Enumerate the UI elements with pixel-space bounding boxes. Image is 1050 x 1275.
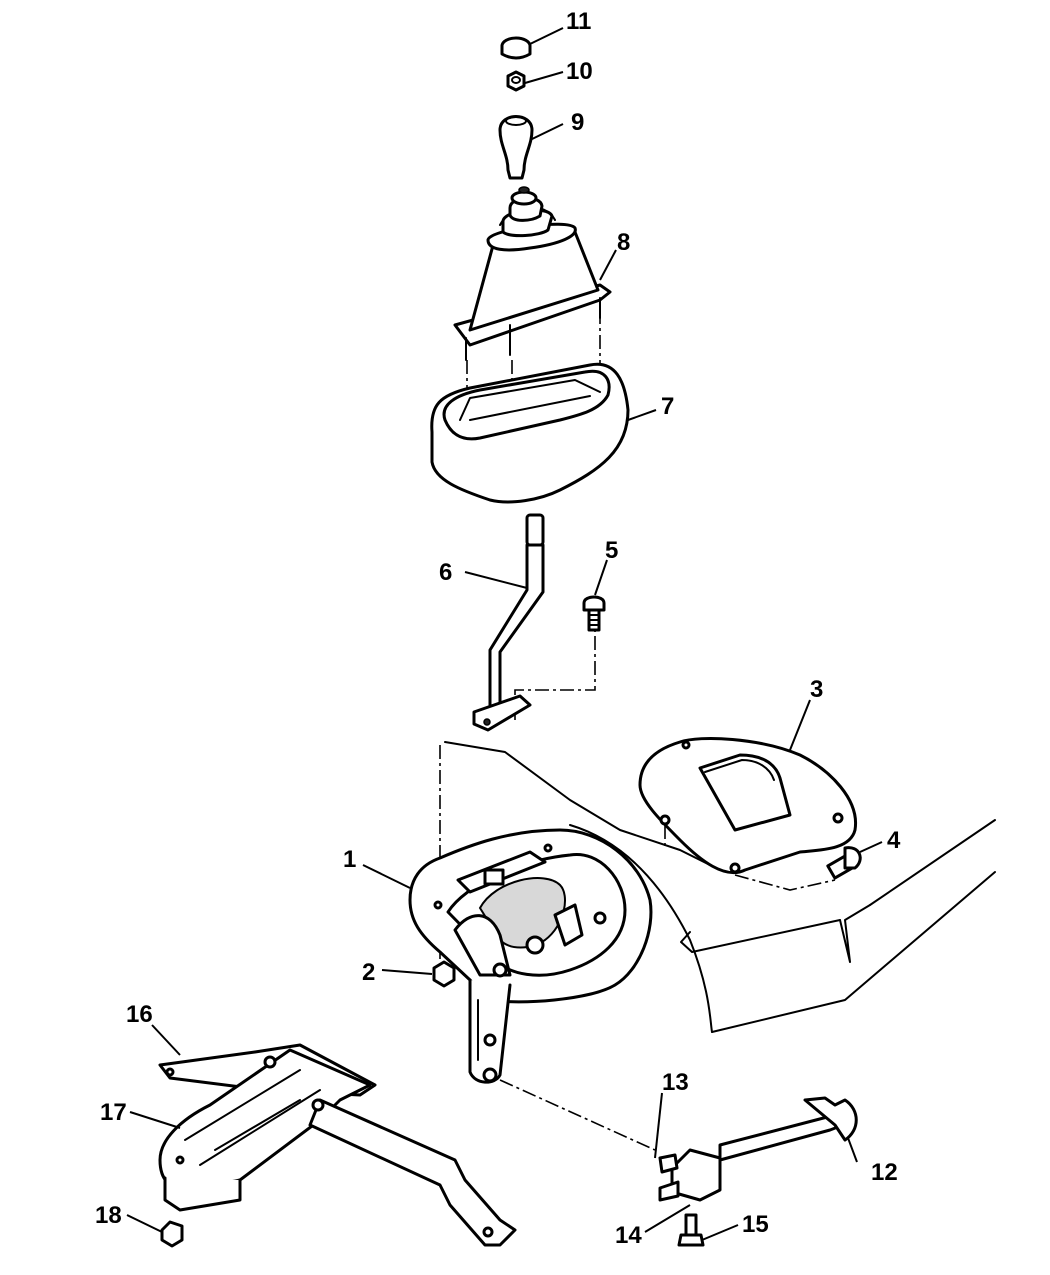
callout-11: 11 [566,8,591,35]
callout-14: 14 [615,1222,642,1249]
bolt-15 [677,1213,705,1247]
callout-8: 8 [617,229,630,256]
console-bezel [430,362,630,504]
nut-18 [160,1220,184,1248]
callout-18: 18 [95,1202,122,1229]
callout-10: 10 [566,58,593,85]
boot-retainer-plate [638,736,858,875]
knob-cap [500,36,532,60]
callout-2: 2 [362,959,375,986]
callout-7: 7 [661,393,674,420]
callout-15: 15 [742,1211,769,1238]
callout-4: 4 [887,827,901,854]
callout-16: 16 [126,1001,153,1028]
callout-5: 5 [605,537,618,564]
mounting-bracket [158,1043,517,1247]
bolt-5 [582,595,606,632]
shift-lever [472,513,545,732]
shift-knob [498,115,534,180]
callout-17: 17 [100,1099,127,1126]
floor-panel-section [444,741,996,1033]
callout-1: 1 [343,846,356,873]
callout-3: 3 [810,676,823,703]
nut-2 [432,960,456,988]
callout-6: 6 [439,559,452,586]
shift-boot [453,186,612,361]
callout-9: 9 [571,109,584,136]
shift-rod-assembly [658,1096,858,1202]
callout-numbers: 11 10 9 8 7 6 5 3 4 1 2 16 17 18 13 12 1… [95,8,901,1249]
knob-nut [506,70,526,92]
leader-lines [126,27,883,1241]
bolt-4 [826,846,862,880]
callout-13: 13 [662,1069,689,1096]
callout-12: 12 [871,1159,898,1186]
shifter-housing [408,828,653,1084]
